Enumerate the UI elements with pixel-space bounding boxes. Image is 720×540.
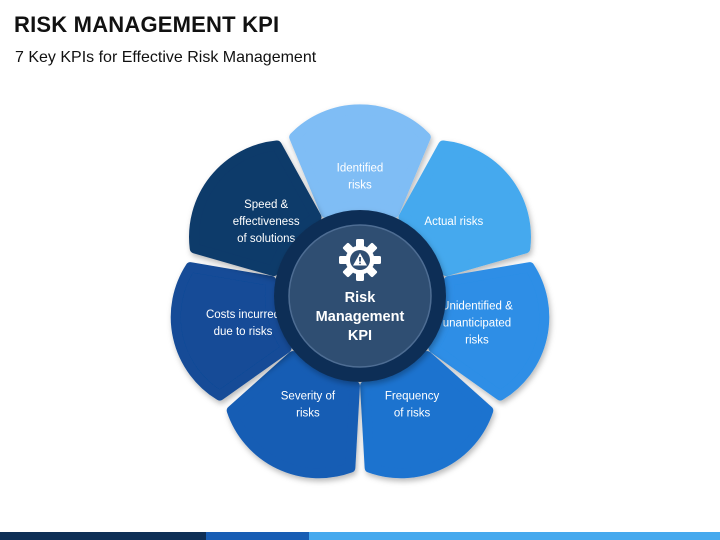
petal-label-line: due to risks (214, 326, 273, 338)
petal-label-line: of solutions (237, 233, 295, 245)
petal-frequency-of-risks: Frequency of risks (360, 350, 494, 479)
petal-label-line: Actual risks (424, 216, 483, 228)
petal-shape (289, 104, 431, 218)
petal-shape (428, 262, 550, 401)
petal-label-line: risks (348, 180, 372, 192)
petal-identified-risks: Identified risks (289, 104, 431, 218)
petal-label-line: risks (296, 408, 320, 420)
petal-unidentified-risks: Unidentified & unanticipated risks (428, 262, 550, 401)
petal-severity-of-risks: Severity of risks (226, 350, 360, 479)
gear-warning-icon (339, 239, 381, 281)
petal-label-line: Costs incurred (206, 309, 280, 321)
petal-shape (170, 262, 292, 401)
page-title: RISK MANAGEMENT KPI (14, 12, 280, 37)
center-label-line-2: Management (316, 309, 405, 325)
petal-shape (360, 350, 494, 479)
petal-label-line: Speed & (244, 199, 288, 211)
petal-shape (226, 350, 360, 479)
center-label-line-1: Risk (345, 290, 377, 306)
petal-speed-effectiveness: Speed & effectiveness of solutions (189, 140, 322, 277)
petal-label-line: effectiveness (233, 216, 300, 228)
petal-label-line: of risks (394, 408, 431, 420)
petal-label-line: Identified (337, 163, 384, 175)
petal-label-line: Unidentified & (441, 301, 513, 313)
petal-costs-incurred: Costs incurred due to risks (170, 262, 292, 401)
center-hub: Risk Management KPI (274, 210, 446, 382)
petal-label-line: unanticipated (443, 318, 511, 330)
petal-label-line: risks (465, 335, 489, 347)
footer-segment-light (308, 532, 720, 540)
page-subtitle: 7 Key KPIs for Effective Risk Management (15, 49, 317, 66)
petal-label-line: Frequency (385, 391, 440, 403)
footer-segment-mid (205, 532, 309, 540)
footer-segment-dark (0, 532, 206, 540)
petal-actual-risks: Actual risks (398, 140, 531, 277)
petal-shape (398, 140, 531, 277)
footer-bar (0, 532, 720, 540)
petal-shape (189, 140, 322, 277)
petal-label-line: Severity of (281, 391, 336, 403)
center-label-line-3: KPI (348, 328, 372, 344)
